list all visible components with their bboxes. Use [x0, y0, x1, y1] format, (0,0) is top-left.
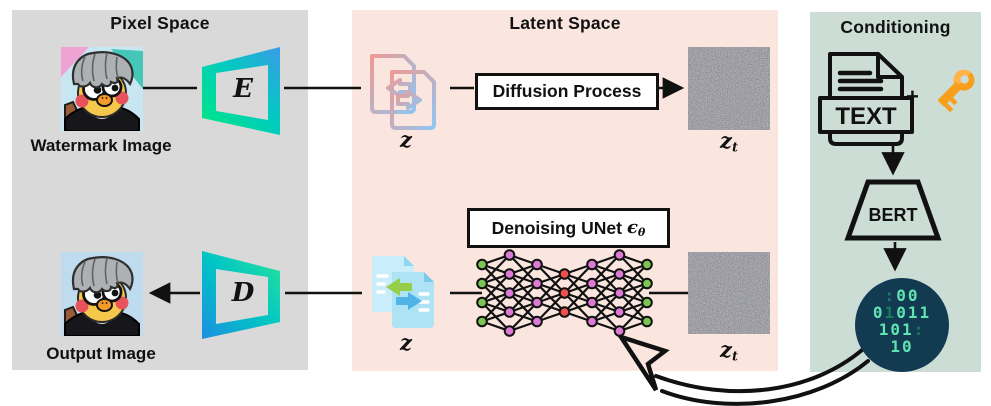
- decoder-icon: [202, 251, 280, 339]
- pixel-space-title: Pixel Space: [110, 13, 210, 33]
- denoising-unet-box: Denoising UNet ϵθ: [467, 208, 670, 248]
- output-image-label: Output Image: [46, 344, 156, 363]
- noisy-latent-label-bottom: zt: [720, 337, 738, 365]
- pink-stripe-decoration: [61, 47, 89, 77]
- encoder-glyph: E: [233, 74, 253, 104]
- noisy-latent-image-top: [688, 47, 770, 130]
- plus-sign: +: [906, 84, 919, 109]
- noisy-latent-image-bottom: [688, 252, 770, 334]
- epsilon-symbol: ϵ: [626, 216, 638, 238]
- bert-encoder-icon: BERT: [844, 179, 942, 241]
- output-image: [61, 252, 143, 336]
- noisy-latent-label-top: zt: [720, 128, 738, 156]
- swoosh-arrowhead: [615, 332, 670, 392]
- text-file-icon: TEXT: [818, 52, 914, 146]
- latent-z-label-bottom: z: [400, 330, 412, 355]
- diffusion-process-label: Diffusion Process: [492, 81, 642, 101]
- watermark-image: [61, 47, 143, 131]
- latent-z-label-top: z: [400, 127, 412, 152]
- diffusion-process-box: Diffusion Process: [475, 73, 659, 110]
- denoising-unet-label: Denoising UNet: [491, 217, 622, 238]
- epsilon-subscript: θ: [637, 226, 646, 240]
- latent-z-icon-bottom: [372, 256, 434, 328]
- key-icon: [938, 69, 975, 113]
- encoder-icon: [202, 47, 280, 135]
- latent-space-title: Latent Space: [509, 13, 621, 33]
- decoder-glyph: D: [231, 278, 255, 308]
- watermark-image-label: Watermark Image: [30, 136, 172, 155]
- text-file-label: TEXT: [835, 103, 897, 130]
- unet-network: [476, 249, 653, 337]
- latent-z-icon-top: [370, 54, 436, 130]
- conditioning-title: Conditioning: [840, 17, 951, 37]
- conditioning-swoosh-arrow: [615, 332, 870, 406]
- bert-label: BERT: [869, 205, 918, 225]
